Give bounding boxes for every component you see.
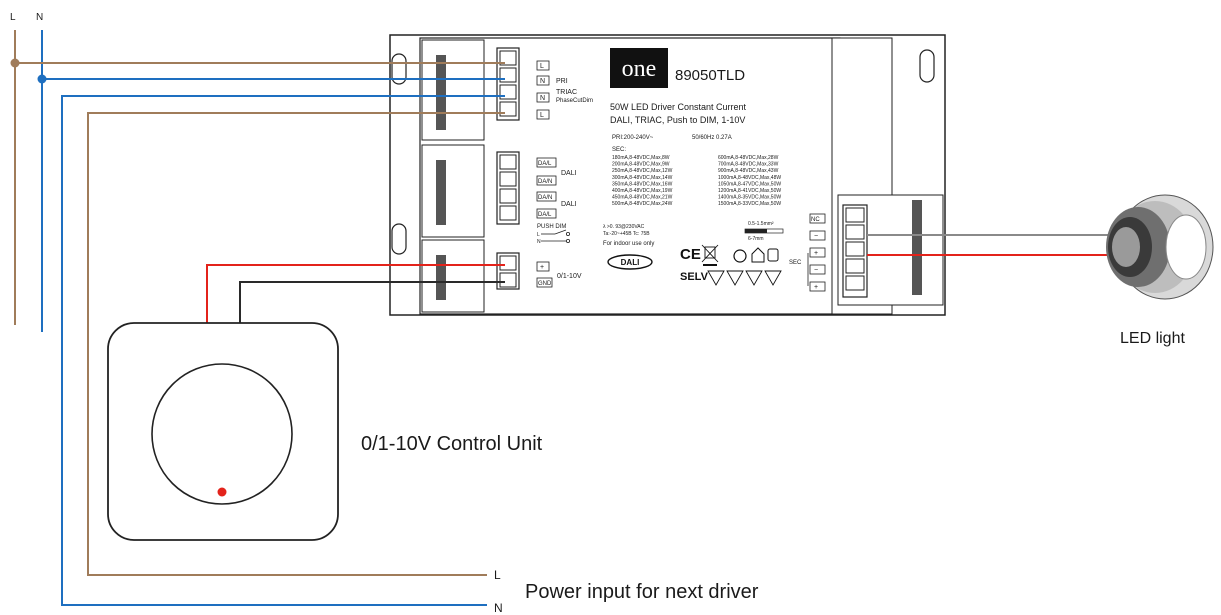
spec-line: 200mA,8-48VDC,Max,9W: [612, 162, 670, 168]
led-light-icon: [1106, 194, 1214, 300]
lamp-icon: [767, 248, 779, 262]
control-unit-label: 0/1-10V Control Unit: [361, 433, 543, 455]
spec-line: 1000mA,8-48VDC,Max,48W: [718, 175, 781, 181]
spec-line: 1500mA,8-33VDC,Max,50W: [718, 201, 781, 207]
next-driver-N-label: N: [494, 601, 503, 615]
dim-gnd-wire: [239, 281, 505, 325]
dali-logo-text: DALI: [621, 258, 640, 267]
tag-L2: L: [540, 112, 544, 119]
spec-line: 1050mA,8-47VDC,Max,50W: [718, 181, 781, 187]
terminal-block-dim: [496, 252, 520, 290]
svg-text:6-7mm: 6-7mm: [748, 236, 764, 242]
tag-pd-N: N: [537, 239, 541, 245]
spec-line: 180mA,8-48VDC,Max,8W: [612, 155, 670, 161]
spec-left-list: 180mA,8-48VDC,Max,8W200mA,8-48VDC,Max,9W…: [612, 155, 673, 207]
label-L: L: [10, 12, 16, 23]
tag-phasecut: PhaseCutDim: [556, 98, 593, 104]
rating-triangles-icon: [707, 270, 782, 286]
indoor-use: For indoor use only: [603, 241, 654, 247]
neutral-loop-wire: [61, 95, 505, 606]
control-unit[interactable]: [107, 322, 339, 541]
weee-bin-icon: [701, 244, 719, 266]
tag-sec: SEC: [789, 260, 802, 266]
tag-dan2: DA/N: [538, 195, 552, 201]
terminal-block-dali: [496, 151, 520, 225]
pri-spec: PRI:200-240V~: [612, 135, 654, 141]
label-N: N: [36, 12, 43, 23]
pf-line-2: Ta:-20~+45B Tc: 75B: [603, 231, 650, 237]
spec-line: 250mA,8-48VDC,Max,12W: [612, 168, 673, 174]
model-number: 89050TLD: [675, 67, 745, 84]
tag-dal1: DA/L: [538, 161, 552, 167]
spec-line: 500mA,8-48VDC,Max,24W: [612, 201, 673, 207]
svg-text:0.5-1.5mm²: 0.5-1.5mm²: [748, 221, 774, 227]
dim-plus-wire: [206, 264, 505, 325]
tag-N: N: [540, 78, 545, 85]
spec-line: 350mA,8-48VDC,Max,16W: [612, 181, 673, 187]
spec-line: 450mA,8-48VDC,Max,21W: [612, 195, 673, 201]
freq-spec: 50/60Hz 0.27A: [692, 135, 732, 141]
spec-line: 600mA,8-48VDC,Max,28W: [718, 155, 779, 161]
spec-line: 700mA,8-48VDC,Max,33W: [718, 162, 779, 168]
tag-plus-1: +: [814, 250, 818, 257]
tag-nc: NC: [811, 217, 820, 223]
tag-triac: TRIAC: [556, 89, 577, 96]
tag-L1: L: [540, 63, 544, 70]
tag-dali2: DALI: [561, 201, 577, 208]
spec-line: 1200mA,8-41VDC,Max,50W: [718, 188, 781, 194]
tag-gnd: GND: [538, 281, 552, 287]
tag-minus-2: −: [814, 267, 818, 274]
terminal-tags-right: [807, 213, 826, 292]
desc-line-2: DALI, TRIAC, Push to DIM, 1-10V: [610, 115, 745, 125]
sec-spec-label: SEC:: [612, 147, 626, 153]
selv-mark: SELV: [680, 271, 709, 283]
tag-010v: 0/1-10V: [557, 273, 582, 280]
dali-logo-icon: [607, 254, 653, 270]
spec-line: 400mA,8-48VDC,Max,19W: [612, 188, 673, 194]
spec-line: 1400mA,8-35VDC,Max,50W: [718, 195, 781, 201]
next-driver-L-label: L: [494, 568, 501, 582]
dimmer-knob[interactable]: [151, 363, 293, 505]
tag-push-dim: PUSH DIM: [537, 224, 566, 230]
spec-line: 300mA,8-48VDC,Max,14W: [612, 175, 673, 181]
safety-transformer-icon: [733, 249, 747, 263]
tag-dan1: DA/N: [538, 179, 552, 185]
tag-plus: +: [540, 264, 544, 271]
terminal-block-output: [842, 204, 868, 298]
tag-pd-L: L: [537, 232, 540, 238]
spec-right-list: 600mA,8-48VDC,Max,28W700mA,8-48VDC,Max,3…: [718, 155, 781, 207]
tag-pri: PRI: [556, 78, 568, 85]
tag-minus-1: −: [814, 233, 818, 240]
terminal-block-power: [496, 47, 520, 121]
ce-mark: CE: [680, 246, 701, 263]
spec-line: 900mA,8-48VDC,Max,43W: [718, 168, 779, 174]
terminal-tags-left: [536, 60, 557, 288]
pf-line-1: λ >0. 93@230VAC: [603, 224, 645, 230]
indoor-house-icon: [751, 247, 765, 263]
dimmer-indicator-dot: [217, 487, 227, 497]
tag-dal2: DA/L: [538, 212, 552, 218]
wire-strip-icon: 0.5-1.5mm² 6-7mm: [744, 221, 784, 242]
desc-line-1: 50W LED Driver Constant Current: [610, 102, 747, 112]
live-loop-wire: [87, 112, 505, 576]
led-light-label: LED light: [1120, 330, 1185, 347]
brand-logo: one: [622, 56, 657, 82]
tag-dali1: DALI: [561, 170, 577, 177]
driver-label-panel: one 89050TLD 50W LED Driver Constant Cur…: [603, 48, 784, 286]
tag-plus-2: +: [814, 284, 818, 291]
push-switch-symbol: [541, 229, 571, 243]
tag-triac-box: N: [540, 95, 545, 102]
next-driver-label: Power input for next driver: [525, 581, 759, 603]
